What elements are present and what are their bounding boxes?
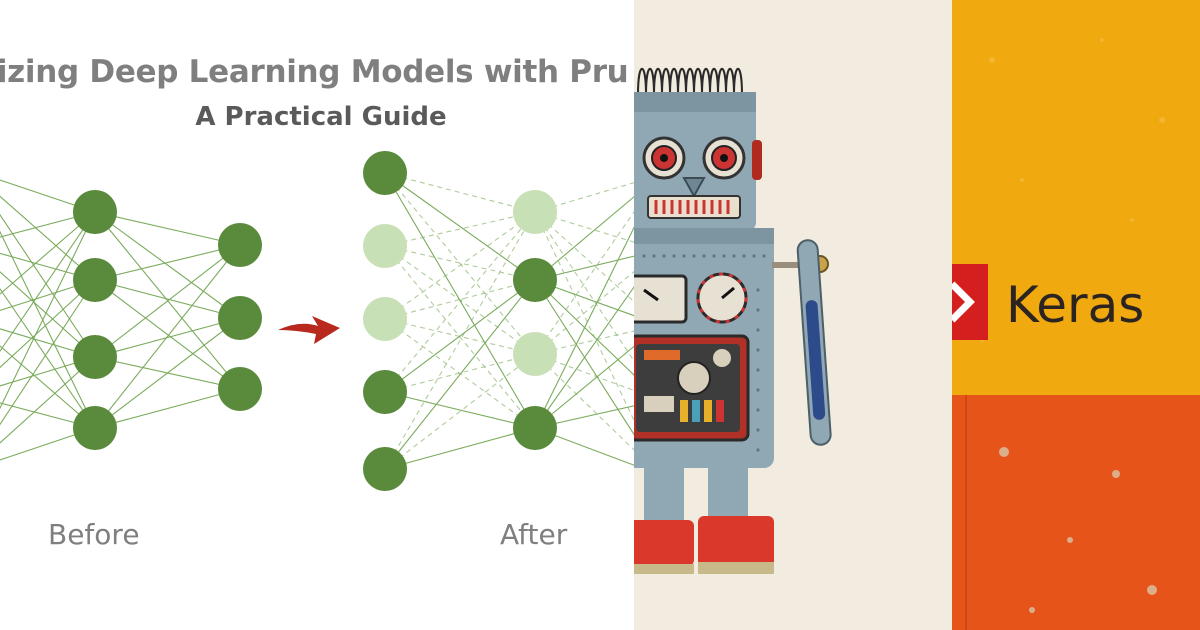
edge-after-pruned xyxy=(384,353,536,470)
robot-arm xyxy=(772,239,832,446)
node-before-output xyxy=(218,296,262,340)
edge-after xyxy=(534,286,634,429)
edge-before xyxy=(94,244,241,281)
node-before-output xyxy=(218,367,262,411)
edge-before xyxy=(0,211,96,353)
diagram-title: timizing Deep Learning Models with Pru xyxy=(0,54,629,90)
keras-label: Keras xyxy=(1006,276,1145,334)
edge-after-pruned xyxy=(384,172,536,355)
diagram-subtitle: A Practical Guide xyxy=(195,102,447,132)
node-after-input xyxy=(363,151,407,195)
edge-after xyxy=(384,427,536,470)
caption-before: Before xyxy=(48,518,140,551)
edge-before xyxy=(94,279,241,319)
edge-before xyxy=(94,279,241,390)
edge-before xyxy=(94,317,241,429)
node-after-input xyxy=(363,447,407,491)
edge-before xyxy=(0,211,96,410)
edge-after-pruned xyxy=(384,172,536,213)
node-after-input-pruned xyxy=(363,224,407,268)
edge-after-pruned xyxy=(534,211,634,303)
node-after-input xyxy=(363,370,407,414)
edge-before xyxy=(94,244,241,429)
edge-after xyxy=(534,196,634,281)
edge-after-pruned xyxy=(384,279,536,320)
edge-after xyxy=(534,345,634,429)
edge-after-pruned xyxy=(534,211,634,362)
edge-after xyxy=(534,226,634,429)
edge-after xyxy=(384,172,536,281)
robot-head xyxy=(634,92,762,232)
edge-before xyxy=(0,287,96,429)
edge-after-pruned xyxy=(384,353,536,393)
edge-before xyxy=(0,211,96,295)
edge-after xyxy=(384,279,536,470)
edge-after-pruned xyxy=(384,211,536,393)
edge-after xyxy=(384,391,536,429)
node-after-hidden-pruned xyxy=(513,332,557,376)
edge-before xyxy=(0,213,96,358)
edge-before xyxy=(94,211,241,319)
neural-network-diagram xyxy=(0,151,634,491)
keras-cover-panel: Keras xyxy=(952,0,1200,630)
caption-after: After xyxy=(500,518,568,551)
edge-after-pruned xyxy=(384,245,536,355)
edge-before xyxy=(94,317,241,358)
node-after-input-pruned xyxy=(363,297,407,341)
edge-before xyxy=(0,230,96,429)
edge-before xyxy=(0,356,96,444)
robot-photo-panel xyxy=(634,0,952,630)
robot-body xyxy=(634,228,774,468)
node-after-hidden-pruned xyxy=(513,190,557,234)
edge-before xyxy=(94,211,241,246)
robot-illustration xyxy=(634,0,952,630)
keras-cover-background xyxy=(952,0,1200,630)
edge-before xyxy=(0,271,96,358)
edge-before xyxy=(0,279,96,426)
edge-after-pruned xyxy=(384,245,536,281)
edge-before xyxy=(0,279,96,369)
antenna-spring xyxy=(637,68,743,96)
node-after-hidden xyxy=(513,406,557,450)
edge-after xyxy=(534,279,634,436)
edge-after-pruned xyxy=(384,318,536,355)
node-before-hidden xyxy=(73,190,117,234)
edge-after-pruned xyxy=(534,211,634,355)
edge-after-pruned xyxy=(384,211,536,470)
robot-legs xyxy=(634,466,774,574)
pruning-diagram-panel: timizing Deep Learning Models with Pru A… xyxy=(0,54,634,551)
node-before-output xyxy=(218,223,262,267)
edge-after xyxy=(534,427,634,466)
edge-before xyxy=(94,388,241,429)
node-before-hidden xyxy=(73,406,117,450)
edge-after-pruned xyxy=(534,353,634,451)
edge-after-pruned xyxy=(384,245,536,429)
node-before-hidden xyxy=(73,335,117,379)
edge-before xyxy=(94,244,241,358)
edge-after-pruned xyxy=(384,211,536,320)
edge-after xyxy=(384,279,536,393)
transition-arrow-icon xyxy=(278,316,340,344)
node-before-hidden xyxy=(73,258,117,302)
edge-after-pruned xyxy=(384,318,536,429)
edge-after-pruned xyxy=(534,211,634,422)
edge-after-pruned xyxy=(384,211,536,247)
node-after-hidden xyxy=(513,258,557,302)
edge-before xyxy=(0,195,96,281)
